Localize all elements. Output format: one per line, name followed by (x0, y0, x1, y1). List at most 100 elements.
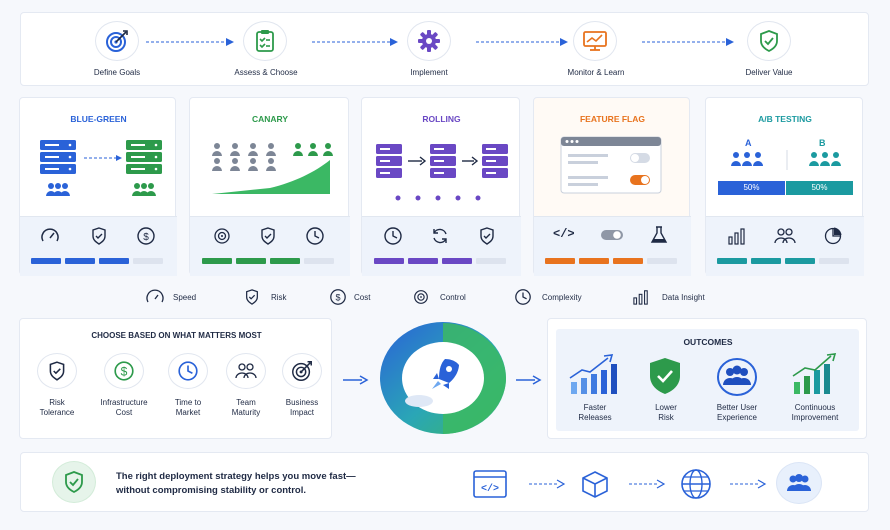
shield-check-icon (52, 461, 96, 503)
monitor-chart-icon (573, 21, 617, 61)
factor-label-team-maturity: Team Maturity (231, 398, 261, 417)
outcome-label-continuous-improvement: Continuous Improvement (791, 403, 839, 422)
clock-icon (168, 353, 208, 389)
rating-segment-filled (717, 258, 747, 264)
legend-label-risk: Risk (271, 293, 287, 302)
clock-icon (515, 289, 531, 305)
growth-chart-icon (569, 354, 617, 394)
feature-toggle-window-illustration (560, 136, 662, 194)
svg-text:$: $ (121, 364, 128, 378)
target-icon (95, 21, 139, 61)
target-arrow-icon (282, 353, 322, 389)
rating-segment-filled (202, 258, 232, 264)
deployment-cycle-ring (380, 322, 506, 434)
legend-label-speed: Speed (173, 293, 197, 302)
rating-segment-filled (751, 258, 781, 264)
shield-check-icon (261, 227, 275, 245)
footer-panel (20, 452, 869, 512)
strategy-title: BLUE-GREEN (70, 114, 127, 124)
pie-chart-icon (824, 227, 842, 245)
users-icon (774, 228, 796, 244)
factor-label-risk-tolerance: Risk Tolerance (39, 398, 75, 417)
outcome-label-better-user-experience: Better User Experience (716, 403, 758, 422)
rating-segment-filled (442, 258, 472, 264)
flow-arrow (629, 479, 666, 489)
step-label-implement: Implement (410, 68, 448, 77)
footer-message-line1: The right deployment strategy helps you … (116, 471, 356, 482)
refresh-icon (433, 228, 447, 244)
factor-label-time-to-market: Time to Market (174, 398, 202, 417)
package-box-icon (582, 471, 608, 498)
speedometer-icon (146, 289, 164, 303)
step-label-define-goals: Define Goals (93, 68, 141, 77)
factor-label-infrastructure-cost: Infrastructure Cost (100, 398, 148, 417)
metrics-strip (362, 216, 521, 276)
svg-text:$: $ (143, 232, 149, 243)
rating-segment-filled (31, 258, 61, 264)
metrics-strip: </> (534, 216, 691, 276)
rating-segment-filled (99, 258, 129, 264)
arrow-to-outcomes (516, 375, 542, 385)
rocket-icon (432, 359, 459, 389)
clipboard-check-icon (243, 21, 287, 61)
legend-label-complexity: Complexity (542, 293, 582, 302)
dollar-circle-icon: $ (137, 227, 155, 245)
strategy-title: ROLLING (422, 114, 461, 124)
rating-segment-filled (613, 258, 643, 264)
rating-segment-empty (647, 258, 677, 264)
strategy-card-feature-flag: FEATURE FLAG </> (533, 97, 691, 276)
users-circle-icon (717, 358, 757, 396)
strategy-card-ab-testing: A/B TESTING A B 50% 50% (705, 97, 864, 276)
footer-message-line2: without compromising stability or contro… (116, 485, 307, 496)
ab-users-illustration (731, 150, 841, 170)
step-label-assess-choose: Assess & Choose (234, 68, 298, 77)
rolling-servers-illustration (376, 144, 508, 201)
code-window-icon: </> (473, 470, 507, 498)
flow-arrow (476, 38, 568, 46)
shield-check-icon (480, 227, 494, 245)
flow-arrow (730, 479, 767, 489)
flow-arrow (146, 38, 234, 46)
rating-segment-filled (374, 258, 404, 264)
step-label-deliver-value: Deliver Value (745, 68, 793, 77)
globe-icon (681, 469, 711, 499)
metrics-strip: $ (20, 216, 177, 276)
code-icon: </> (553, 227, 575, 241)
choose-title: CHOOSE BASED ON WHAT MATTERS MOST (91, 331, 262, 340)
legend-label-data-insight: Data Insight (662, 293, 705, 302)
rating-segment-filled (408, 258, 438, 264)
shield-check-icon (650, 358, 680, 394)
rating-segment-empty (133, 258, 163, 264)
metrics-strip (190, 216, 350, 276)
outcome-label-faster-releases: Faster Releases (578, 403, 612, 422)
dollar-circle-icon: $ (104, 353, 144, 389)
users-icon (226, 353, 266, 389)
target-icon (414, 290, 428, 304)
rating-segment-filled (236, 258, 266, 264)
outcomes-panel: OUTCOMES Faster Releases Lower Risk Bett… (547, 318, 867, 439)
shield-check-icon (92, 227, 106, 245)
strategy-title: A/B TESTING (758, 114, 812, 124)
speedometer-icon (41, 228, 59, 242)
toggle-icon (601, 230, 623, 240)
rating-segment-filled (545, 258, 575, 264)
variant-a-split: 50% (718, 181, 785, 195)
shield-check-icon (37, 353, 77, 389)
legend-label-cost: Cost (354, 293, 371, 302)
legend-label-control: Control (440, 293, 466, 302)
rating-segment-filled (579, 258, 609, 264)
flow-arrow (529, 479, 566, 489)
strategy-card-canary: CANARY (189, 97, 350, 276)
clock-icon (384, 227, 402, 245)
flask-icon (650, 226, 668, 243)
variant-b-split: 50% (786, 181, 853, 195)
bar-chart-icon (633, 290, 648, 305)
variant-a-label: A (745, 138, 752, 148)
svg-text:$: $ (335, 293, 340, 303)
users-icon (776, 462, 822, 504)
step-label-monitor-learn: Monitor & Learn (567, 68, 625, 77)
rating-segment-filled (785, 258, 815, 264)
gear-icon (407, 21, 451, 61)
bar-chart-icon (728, 228, 745, 245)
strategy-title: CANARY (251, 114, 289, 124)
